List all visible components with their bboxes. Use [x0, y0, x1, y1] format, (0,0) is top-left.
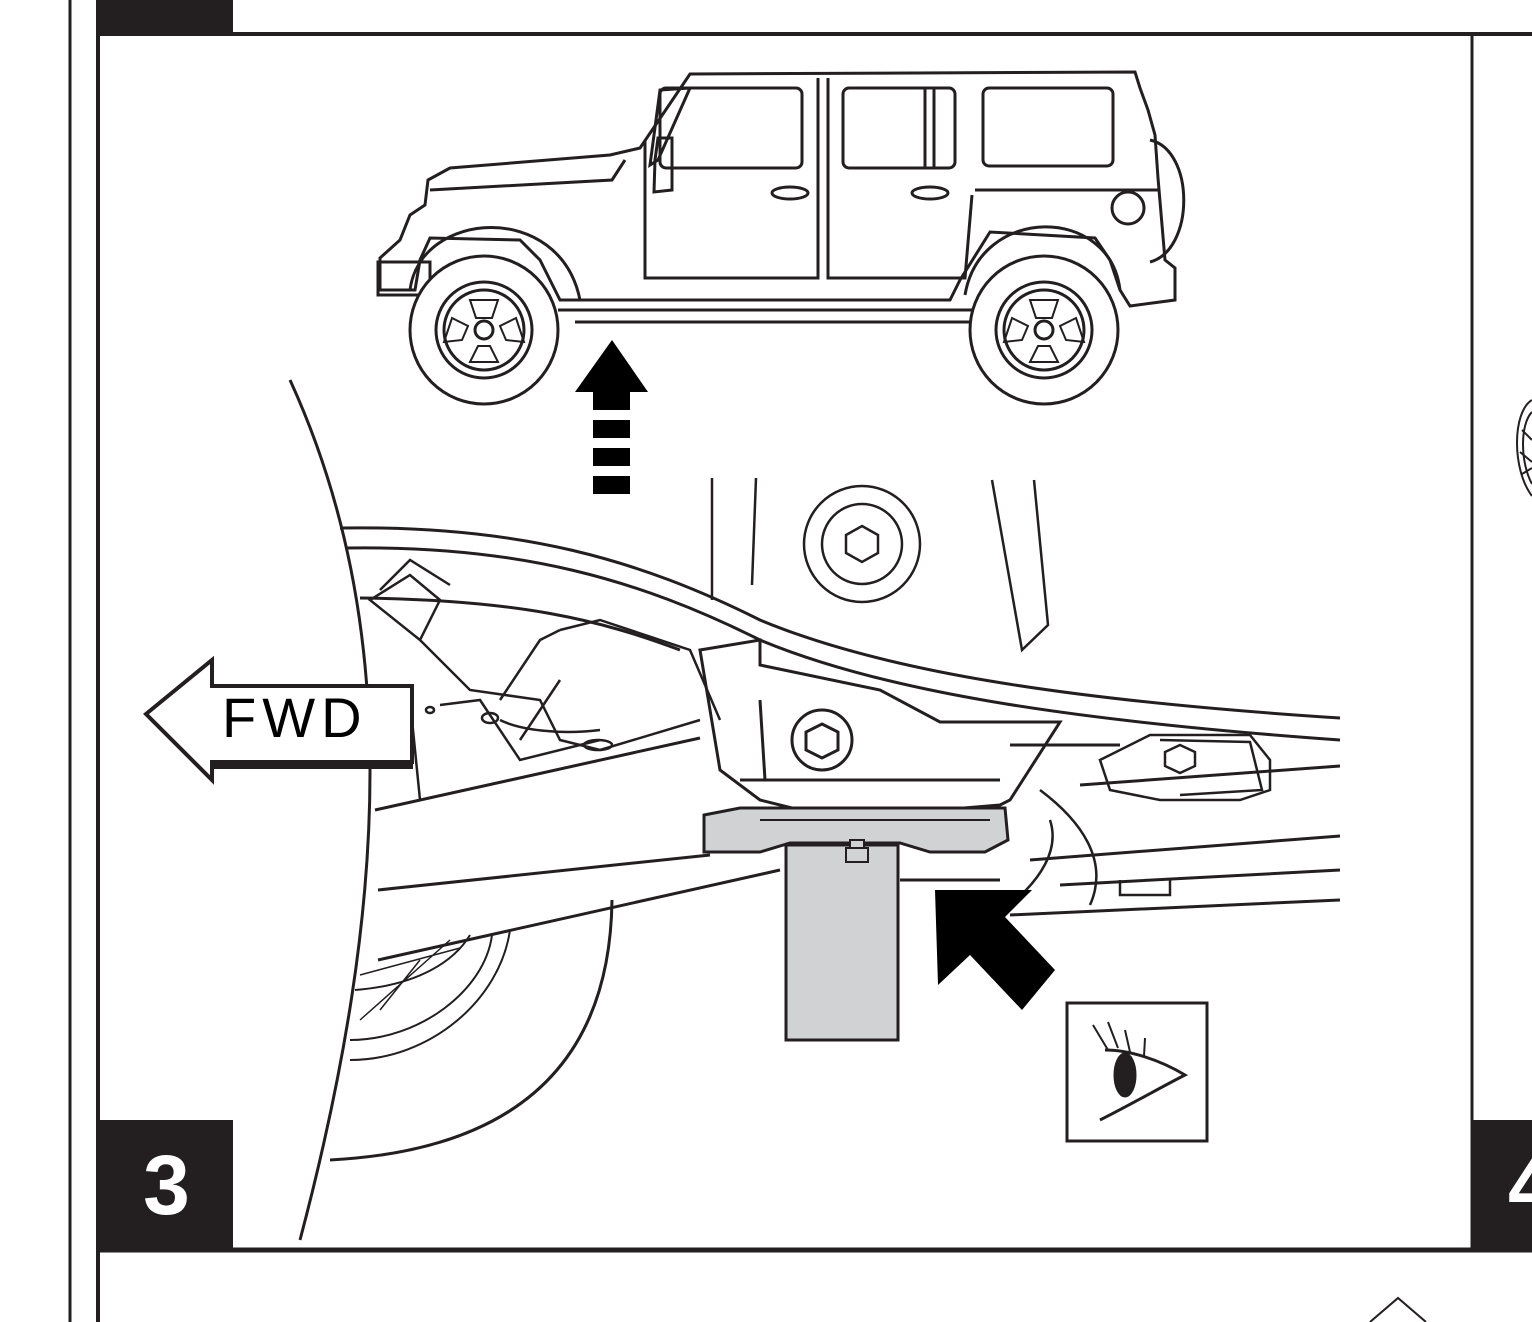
axle-bracket [698, 638, 1063, 812]
next-step-number-badge: 4 [1472, 1120, 1532, 1250]
fwd-direction-label: FWD [222, 686, 368, 749]
frame-rail [339, 526, 1341, 962]
eye-icon [1065, 1001, 1209, 1143]
view-arrow-icon [935, 890, 1055, 1010]
wheel-arch [288, 379, 614, 1241]
previous-step-badge [100, 0, 233, 32]
step-number-badge: 3 [100, 1120, 233, 1250]
page-frame [68, 0, 1532, 1322]
lift-arrow-icon [575, 340, 648, 494]
upper-mount-bracket [710, 477, 1050, 653]
next-panel-detail [1369, 399, 1532, 1322]
fwd-arrow-icon [143, 655, 414, 785]
vehicle-illustration [376, 70, 1186, 406]
suspension-linkage [367, 558, 722, 801]
jack-stand [702, 806, 1010, 1042]
